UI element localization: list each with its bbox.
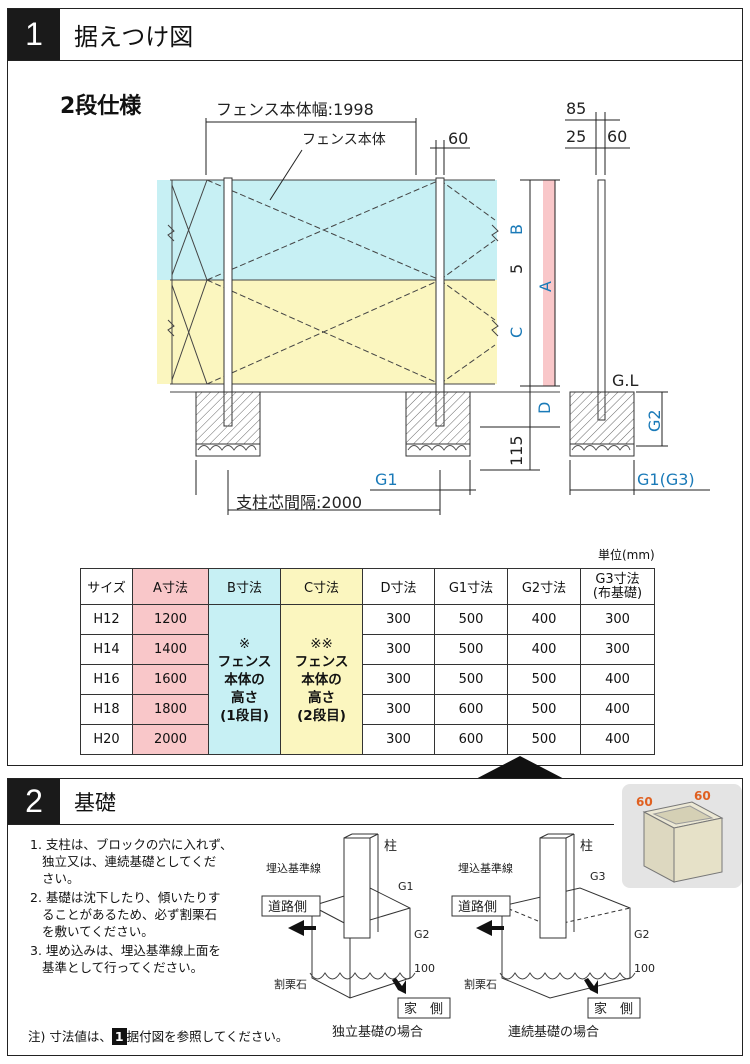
left-post [223, 177, 233, 427]
foundation-notes: 1. 支柱は、ブロックの穴に入れず、 独立又は、連続基礎としてくだ さい。 2.… [30, 836, 270, 976]
section-header: 1 据えつけ図 [8, 9, 742, 61]
side-post [597, 179, 606, 421]
section-title: 基礎 [74, 790, 116, 815]
post-depth-label: 60 [694, 789, 711, 803]
embed-line-label-left: 埋込基準線 [266, 861, 321, 875]
dim-60b-label: 60 [607, 127, 627, 146]
dim-b-label: B [507, 224, 526, 235]
b-note-cell: ※ フェンス 本体の 高さ (1段目) [208, 604, 281, 755]
g2-label: G2 [645, 409, 664, 432]
c-note-cell: ※※ フェンス 本体の 高さ (2段目) [280, 604, 363, 755]
d100-label-left: 100 [414, 962, 435, 975]
fence-install-drawing: フェンス本体幅:1998 フェンス本体 60 85 25 60 G.L 支柱芯間… [157, 99, 710, 515]
fence-width-label: フェンス本体幅:1998 [216, 100, 374, 119]
note-3: 3. 埋め込みは、埋込基準線上面を 基準として行ってください。 [30, 943, 221, 975]
dim-60-label: 60 [448, 129, 468, 148]
section-number: 2 [8, 779, 60, 824]
section-title: 据えつけ図 [74, 23, 194, 51]
house-side-label-right: 家 側 [594, 1001, 633, 1017]
lower-panel-zone [157, 280, 497, 384]
embed-line-label-right: 埋込基準線 [458, 861, 513, 875]
d100-label-right: 100 [634, 962, 655, 975]
stone-label-left: 割栗石 [274, 977, 307, 991]
right-post [435, 177, 445, 427]
dim-115-label: 115 [507, 435, 526, 466]
stone-label-right: 割栗石 [464, 977, 497, 991]
dim-c-label: C [507, 327, 526, 338]
table-row: H16 1600 300 500 500 400 [80, 664, 655, 695]
foundation-diagrams: 道路側 道路側 家 側 家 側 埋込基準線 埋込基準線 柱 柱 割栗石 割栗石 … [261, 833, 655, 1040]
table-row: H12 1200 ※ フェンス 本体の 高さ (1段目) ※※ フェンス 本体の… [80, 604, 655, 755]
caption-independent: 独立基礎の場合 [332, 1025, 423, 1040]
dim-5-label: 5 [507, 264, 526, 274]
g1g3-label: G1(G3) [637, 470, 695, 489]
dimension-table: サイズ A寸法 B寸法 C寸法 D寸法 G1寸法 G2寸法 G3寸法(布基礎) … [80, 568, 655, 755]
dim-25-label: 25 [566, 127, 586, 146]
dim-85-label: 85 [566, 99, 586, 118]
table-row: H14 1400 300 500 400 300 [80, 634, 655, 665]
post-label-right: 柱 [580, 839, 593, 854]
th-size: サイズ [80, 568, 133, 605]
right-foundation [405, 391, 471, 445]
post-label-left: 柱 [384, 839, 397, 854]
fence-body-label: フェンス本体 [302, 132, 386, 148]
th-g1: G1寸法 [434, 568, 508, 605]
th-b: B寸法 [208, 568, 281, 605]
table-row: H18 1800 300 600 500 400 [80, 694, 655, 725]
th-a: A寸法 [132, 568, 209, 605]
th-g2: G2寸法 [507, 568, 581, 605]
dim-a-label: A [536, 281, 555, 292]
post-section-inset: 60 60 [622, 784, 742, 888]
post-pitch-label: 支柱芯間隔:2000 [236, 493, 362, 512]
upper-panel-zone [157, 180, 497, 280]
post-profile-icon: 60 60 [636, 789, 724, 883]
g1-label: G1 [398, 880, 414, 893]
section-number: 1 [8, 9, 60, 60]
house-side-label-left: 家 側 [404, 1001, 443, 1017]
left-foundation [195, 391, 261, 445]
note-2: 2. 基礎は沈下したり、傾いたりす ることがあるため、必ず割栗石 を敷いてくださ… [30, 890, 221, 939]
th-d: D寸法 [362, 568, 435, 605]
road-side-label-left: 道路側 [268, 899, 307, 915]
post-width-label: 60 [636, 795, 653, 809]
caption-continuous: 連続基礎の場合 [508, 1025, 599, 1040]
a-dimension-band [543, 180, 555, 386]
spec-title: 2段仕様 [60, 94, 142, 119]
g2-label-left: G2 [414, 928, 430, 941]
g2-label-right: G2 [634, 928, 650, 941]
table-row: H20 2000 300 600 500 400 [80, 724, 655, 755]
note-1: 1. 支柱は、ブロックの穴に入れず、 独立又は、連続基礎としてくだ さい。 [30, 837, 233, 886]
g1-label: G1 [375, 470, 398, 489]
side-foundation [569, 391, 635, 445]
g3-label: G3 [590, 870, 606, 883]
dim-d-label: D [535, 402, 554, 414]
unit-label: 単位(mm) [598, 548, 655, 562]
gl-label: G.L [612, 371, 638, 390]
th-c: C寸法 [280, 568, 363, 605]
section-header: 2 基礎 [8, 779, 614, 825]
th-g3: G3寸法(布基礎) [580, 568, 655, 605]
road-side-label-right: 道路側 [458, 899, 497, 915]
